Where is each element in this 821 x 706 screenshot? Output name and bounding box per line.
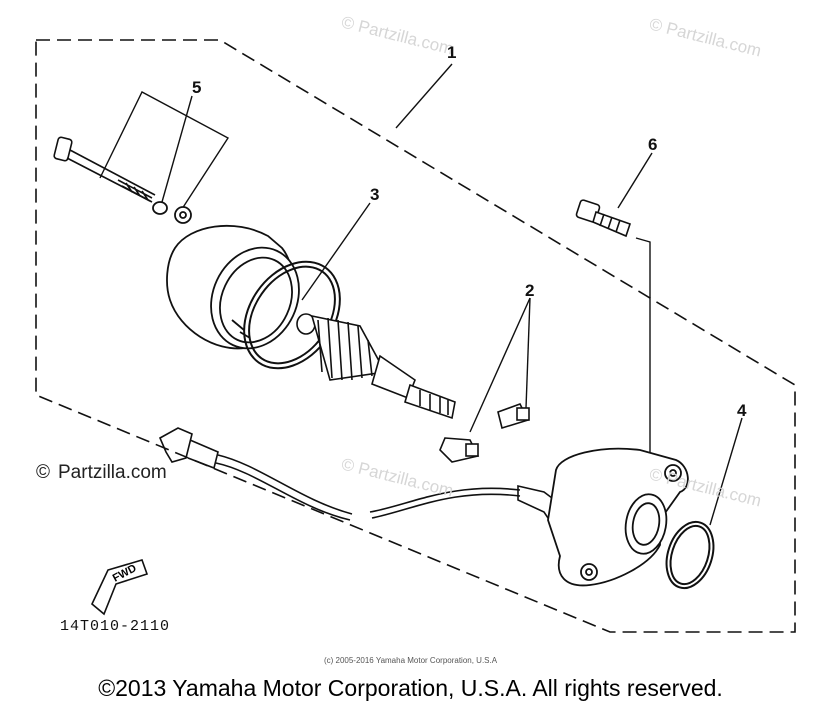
screw-6 bbox=[575, 199, 632, 238]
partzilla-brand: © Partzilla.com bbox=[36, 458, 167, 488]
brushes bbox=[439, 403, 530, 463]
assembly-boundary bbox=[35, 39, 796, 633]
callout-4: 4 bbox=[737, 401, 747, 420]
leader-lines bbox=[99, 63, 743, 526]
small-copyright: (c) 2005-2016 Yamaha Motor Corporation, … bbox=[323, 656, 498, 665]
yoke-housing bbox=[166, 224, 300, 350]
callout-3: 3 bbox=[370, 185, 380, 204]
front-bracket bbox=[547, 447, 689, 587]
through-bolt bbox=[53, 136, 156, 203]
copyright-notice: ©2013 Yamaha Motor Corporation, U.S.A. A… bbox=[98, 675, 723, 701]
brand-site-name: Partzilla.com bbox=[58, 462, 167, 483]
fwd-arrow: FWD bbox=[91, 559, 149, 616]
callout-5: 5 bbox=[192, 78, 202, 97]
armature bbox=[296, 313, 456, 420]
callout-2: 2 bbox=[525, 281, 535, 300]
callout-1: 1 bbox=[447, 43, 457, 62]
part-code: 14T010-2110 bbox=[60, 618, 171, 635]
washers bbox=[152, 201, 192, 224]
lead-wire bbox=[158, 427, 572, 531]
brand-symbol: © bbox=[36, 462, 50, 483]
o-ring-4 bbox=[665, 520, 715, 590]
callout-6: 6 bbox=[648, 135, 658, 154]
